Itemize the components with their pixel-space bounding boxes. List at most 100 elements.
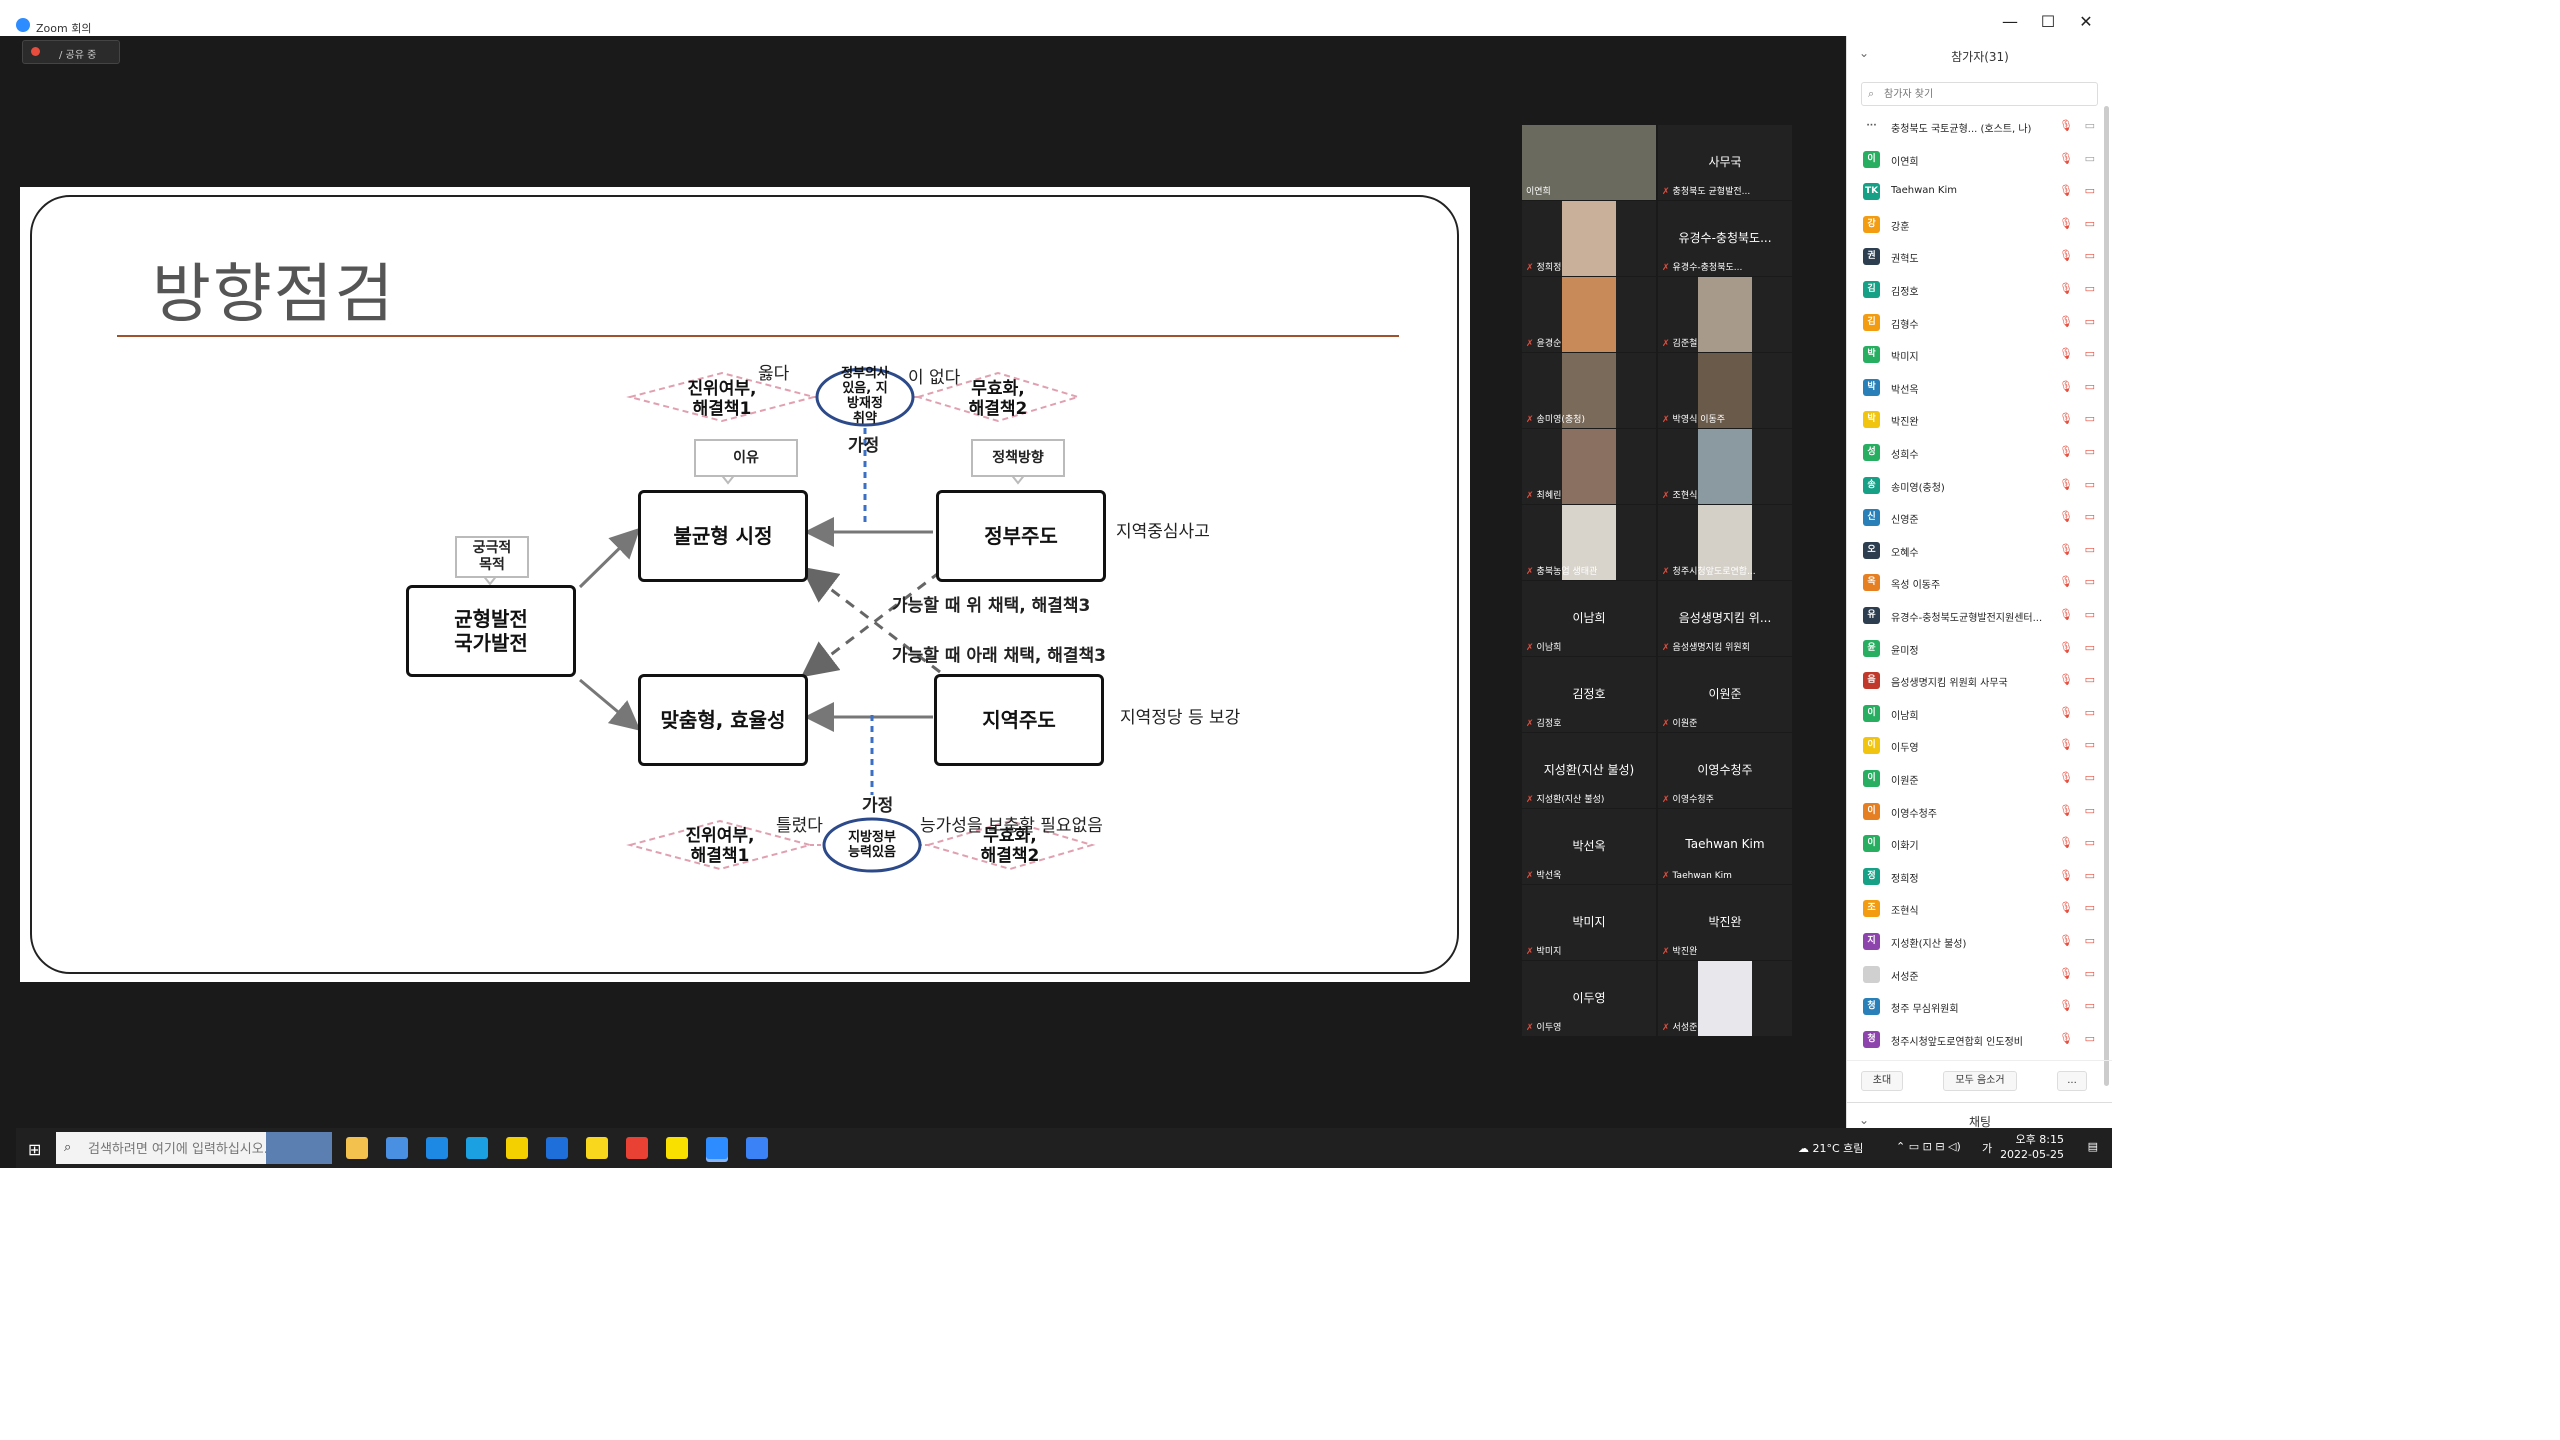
video-camera-icon[interactable]: ▭	[2084, 771, 2095, 784]
taskbar-search-input[interactable]	[86, 1139, 310, 1159]
video-camera-icon[interactable]: ▭	[2084, 151, 2095, 165]
video-camera-icon[interactable]: ▭	[2084, 216, 2095, 230]
mic-muted-icon[interactable]: 🎙	[2059, 249, 2073, 263]
video-tile[interactable]: ✗조현식	[1658, 429, 1792, 504]
mic-muted-icon[interactable]: 🎙	[2059, 966, 2073, 980]
video-tile[interactable]: 박선옥✗박선옥	[1522, 809, 1656, 884]
mic-muted-icon[interactable]: 🎙	[2059, 282, 2073, 295]
video-camera-icon[interactable]: ▭	[2084, 608, 2095, 621]
file-explorer-app-icon[interactable]	[346, 1137, 368, 1159]
video-tile[interactable]: 음성생명지킴 위...✗음성생명지킴 위원회	[1658, 581, 1792, 656]
video-tile[interactable]: ✗최혜린	[1522, 429, 1656, 504]
video-tile[interactable]: ✗박영식 이동주	[1658, 353, 1792, 428]
video-camera-icon[interactable]: ▭	[2084, 510, 2095, 524]
video-tile[interactable]: 박진완✗박진완	[1658, 885, 1792, 960]
participant-row[interactable]: 서성준🎙▭	[1847, 958, 2112, 990]
participant-search-input[interactable]	[1882, 85, 2086, 103]
video-camera-icon[interactable]: ▭	[2084, 119, 2095, 132]
video-tile[interactable]: ✗서성준	[1658, 961, 1792, 1036]
edge-app-icon[interactable]	[466, 1137, 488, 1159]
video-camera-icon[interactable]: ▭	[2084, 705, 2095, 719]
tray-icons[interactable]: ⌃ ▭ ⊡ ⊟ ◁)	[1896, 1140, 1961, 1153]
video-camera-icon[interactable]: ▭	[2084, 673, 2095, 687]
participant-row[interactable]: ···충청북도 국토균형... (호스트, 나)🎙▭	[1847, 110, 2112, 142]
mic-muted-icon[interactable]: 🎙	[2059, 999, 2073, 1013]
mic-muted-icon[interactable]: 🎙	[2059, 836, 2073, 850]
mic-muted-icon[interactable]: 🎙	[2059, 1031, 2073, 1045]
chrome-app-icon[interactable]	[626, 1137, 648, 1159]
mic-muted-icon[interactable]: 🎙	[2059, 901, 2073, 915]
video-camera-icon[interactable]: ▭	[2084, 966, 2095, 980]
video-camera-icon[interactable]: ▭	[2084, 575, 2095, 589]
system-clock[interactable]: 오후 8:15 2022-05-25	[2000, 1132, 2064, 1162]
video-tile[interactable]: 이두영✗이두영	[1522, 961, 1656, 1036]
ime-indicator[interactable]: 가	[1982, 1142, 1993, 1155]
video-camera-icon[interactable]: ▭	[2084, 1031, 2095, 1045]
mic-muted-icon[interactable]: 🎙	[2059, 542, 2073, 556]
video-camera-icon[interactable]: ▭	[2084, 999, 2095, 1013]
video-tile[interactable]: ✗윤경순	[1522, 277, 1656, 352]
mic-muted-icon[interactable]: 🎙	[2059, 119, 2073, 132]
video-camera-icon[interactable]: ▭	[2084, 412, 2095, 426]
mic-muted-icon[interactable]: 🎙	[2059, 868, 2073, 882]
mic-muted-icon[interactable]: 🎙	[2059, 412, 2073, 426]
ie-app-icon[interactable]	[546, 1137, 568, 1159]
video-camera-icon[interactable]: ▭	[2084, 282, 2095, 295]
video-camera-icon[interactable]: ▭	[2084, 934, 2095, 947]
mic-muted-icon[interactable]: 🎙	[2059, 738, 2073, 752]
mic-muted-icon[interactable]: 🎙	[2059, 803, 2073, 817]
close-button[interactable]: ✕	[2079, 12, 2093, 31]
video-camera-icon[interactable]: ▭	[2084, 803, 2095, 817]
mic-muted-icon[interactable]: 🎙	[2059, 771, 2073, 784]
mail-app-icon[interactable]	[426, 1137, 448, 1159]
video-tile[interactable]: Taehwan Kim✗Taehwan Kim	[1658, 809, 1792, 884]
more-button[interactable]: ...	[2057, 1071, 2087, 1091]
kakaotalk-app-icon[interactable]	[666, 1137, 688, 1159]
chat-header[interactable]: ⌄ 채팅	[1847, 1102, 2112, 1137]
mic-muted-icon[interactable]: 🎙	[2059, 575, 2073, 589]
video-tile[interactable]: 이연희	[1522, 125, 1656, 200]
mic-muted-icon[interactable]: 🎙	[2059, 510, 2073, 524]
video-camera-icon[interactable]: ▭	[2084, 445, 2095, 458]
video-camera-icon[interactable]: ▭	[2084, 542, 2095, 556]
mic-muted-icon[interactable]: 🎙	[2059, 347, 2073, 361]
video-camera-icon[interactable]: ▭	[2084, 347, 2095, 361]
video-camera-icon[interactable]: ▭	[2084, 184, 2095, 198]
participant-search[interactable]: ⌕	[1861, 82, 2098, 106]
participant-scrollbar[interactable]	[2104, 106, 2109, 1086]
stop-share-icon[interactable]	[31, 47, 40, 56]
minimize-button[interactable]: —	[2002, 12, 2018, 31]
windows-start-icon[interactable]: ⊞	[28, 1140, 42, 1159]
mic-muted-icon[interactable]: 🎙	[2059, 445, 2073, 458]
mic-muted-icon[interactable]: 🎙	[2059, 216, 2073, 230]
video-camera-icon[interactable]: ▭	[2084, 738, 2095, 752]
invite-button[interactable]: 초대	[1861, 1071, 1903, 1091]
video-tile[interactable]: 박미지✗박미지	[1522, 885, 1656, 960]
mic-muted-icon[interactable]: 🎙	[2059, 934, 2073, 947]
store-app-icon[interactable]	[386, 1137, 408, 1159]
weather-widget[interactable]: ☁ 21°C 흐림	[1798, 1142, 1864, 1155]
video-tile[interactable]: 이원준✗이원준	[1658, 657, 1792, 732]
video-camera-icon[interactable]: ▭	[2084, 640, 2095, 654]
